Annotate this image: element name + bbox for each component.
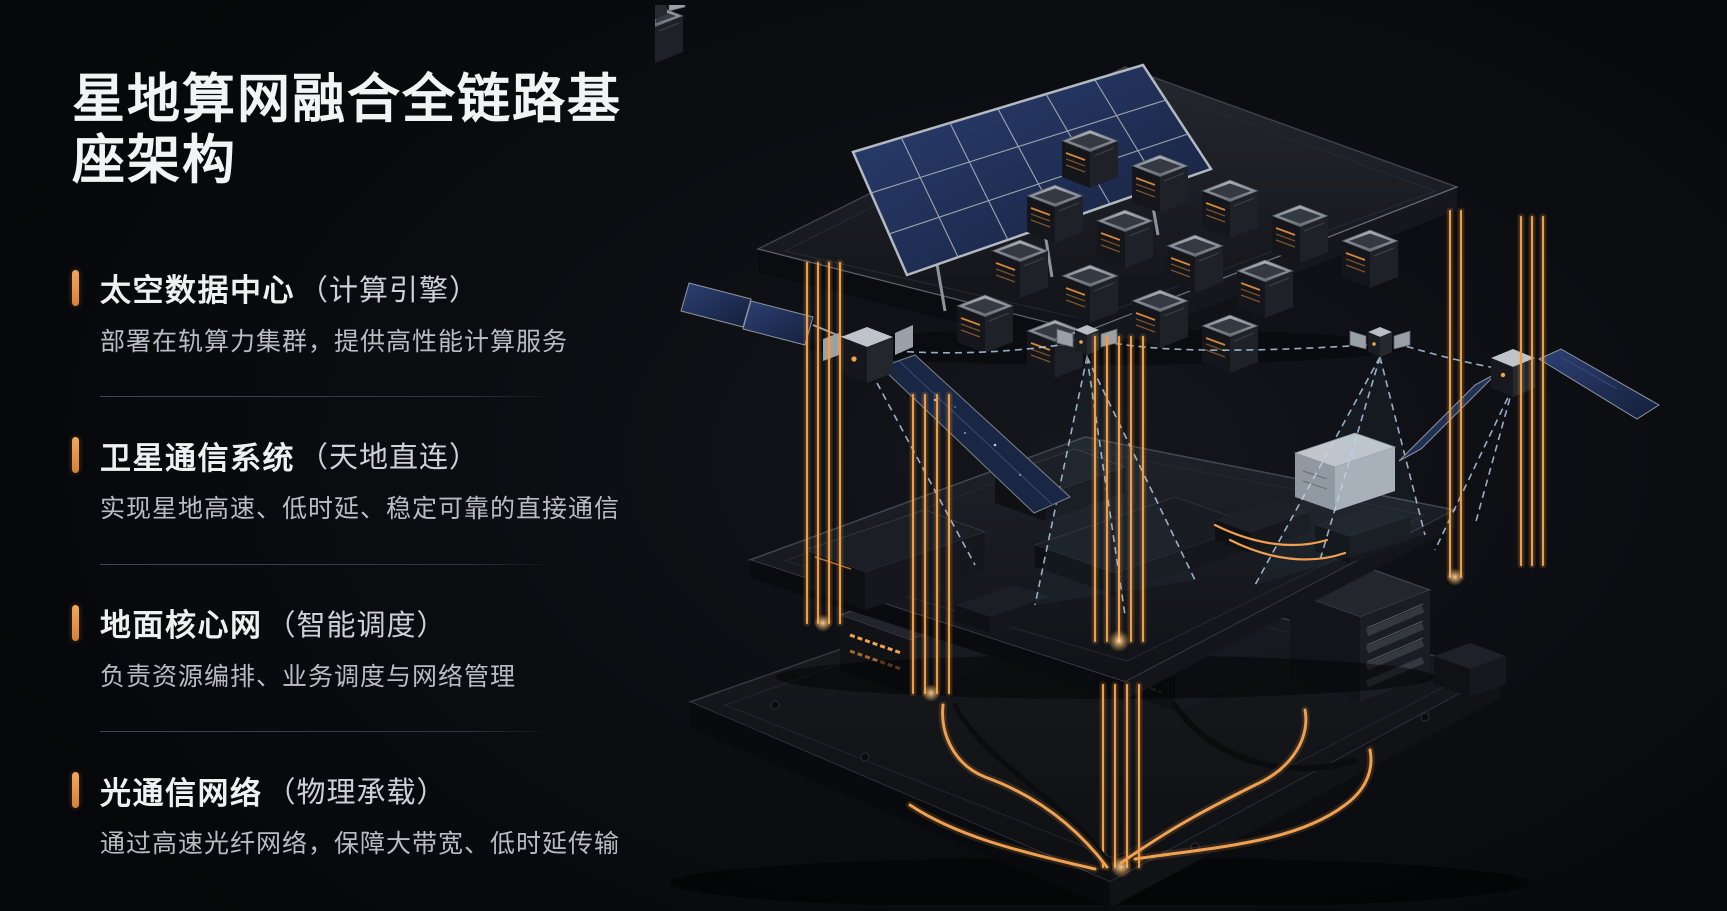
section-title: 光通信网络 <box>100 775 263 811</box>
divider <box>100 731 555 733</box>
satellite-large <box>680 282 1071 514</box>
section-title: 卫星通信系统 <box>100 440 295 476</box>
info-panel: 星地算网融合全链路基座架构 太空数据中心 （计算引擎） 部署在轨算力集群，提供高… <box>72 70 652 861</box>
accent-bar-icon <box>72 604 79 641</box>
section-subtitle: （智能调度） <box>266 609 447 642</box>
beam-cone <box>1255 357 1425 585</box>
page-title: 星地算网融合全链路基座架构 <box>72 70 622 190</box>
section-header: 太空数据中心 （计算引擎） <box>72 268 652 308</box>
section-ground-core: 地面核心网 （智能调度） 负责资源编排、业务调度与网络管理 <box>72 603 652 694</box>
section-space-datacenter: 太空数据中心 （计算引擎） 部署在轨算力集群，提供高性能计算服务 <box>72 268 652 359</box>
section-title: 太空数据中心 <box>100 273 295 309</box>
accent-bar-icon <box>72 437 79 474</box>
solar-panel-array <box>851 63 1213 312</box>
accent-bar-icon <box>72 772 79 809</box>
section-header: 光通信网络 （物理承载） <box>72 770 652 811</box>
section-header: 卫星通信系统 （天地直连） <box>72 435 652 476</box>
beam-cone <box>1035 357 1195 605</box>
section-description: 通过高速光纤网络，保障大带宽、低时延传输 <box>100 830 621 859</box>
section-satcom-system: 卫星通信系统 （天地直连） 实现星地高速、低时延、稳定可靠的直接通信 <box>72 435 652 526</box>
architecture-3d-illustration <box>655 5 1660 905</box>
section-description: 部署在轨算力集群，提供高性能计算服务 <box>100 327 569 356</box>
satellite-constellation <box>680 282 1660 514</box>
accent-bar-icon <box>72 269 79 306</box>
fiber-optic-cables <box>803 207 1547 878</box>
section-header: 地面核心网 （智能调度） <box>72 603 652 643</box>
section-description: 负责资源编排、业务调度与网络管理 <box>100 662 517 691</box>
satellite-right <box>1398 348 1660 462</box>
section-subtitle: （天地直连） <box>299 442 480 475</box>
divider <box>100 563 555 565</box>
section-subtitle: （计算引擎） <box>299 274 480 307</box>
section-optical-network: 光通信网络 （物理承载） 通过高速光纤网络，保障大带宽、低时延传输 <box>72 770 652 861</box>
section-title: 地面核心网 <box>100 608 263 644</box>
section-subtitle: （物理承载） <box>266 777 447 810</box>
section-description: 实现星地高速、低时延、稳定可靠的直接通信 <box>100 495 621 524</box>
divider <box>100 396 555 398</box>
